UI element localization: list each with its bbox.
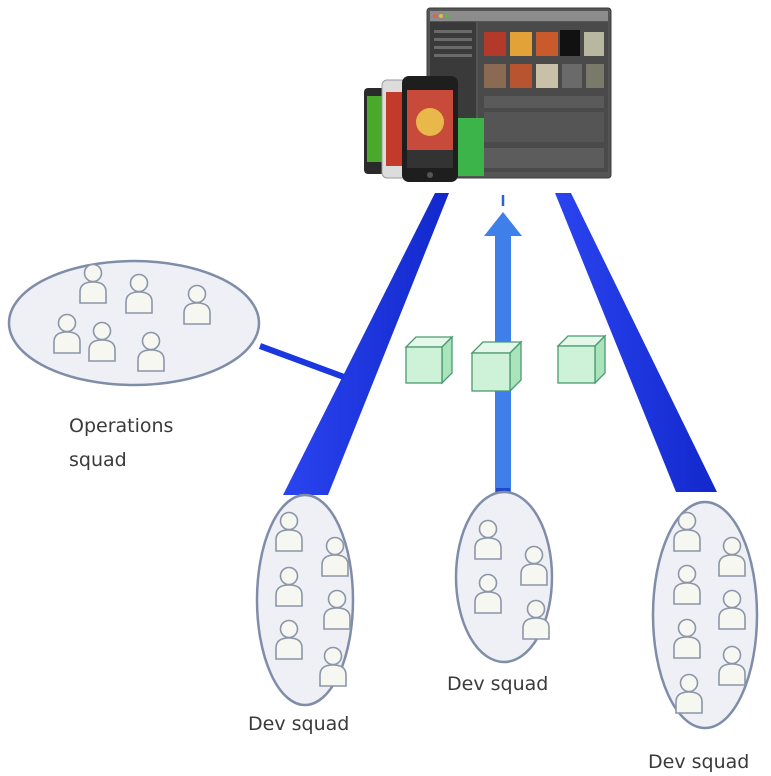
- dev-squad-left-label: Dev squad: [248, 713, 349, 735]
- left-pipeline: [283, 193, 449, 495]
- package-cubes: [404, 334, 607, 393]
- package-cube-icon: [470, 340, 523, 393]
- package-cube-icon: [556, 334, 607, 385]
- app-screenshot-devices: [364, 7, 612, 182]
- package-cube-icon: [404, 335, 454, 385]
- operations-label-line2: squad: [69, 449, 127, 471]
- dev-squad-middle-label: Dev squad: [447, 673, 548, 695]
- dev-squad-right-label: Dev squad: [648, 751, 749, 773]
- operations-label-line1: Operations: [69, 415, 173, 437]
- deployment-pipelines: [258, 193, 717, 495]
- right-pipeline: [555, 193, 717, 492]
- operations-connector: [258, 343, 346, 380]
